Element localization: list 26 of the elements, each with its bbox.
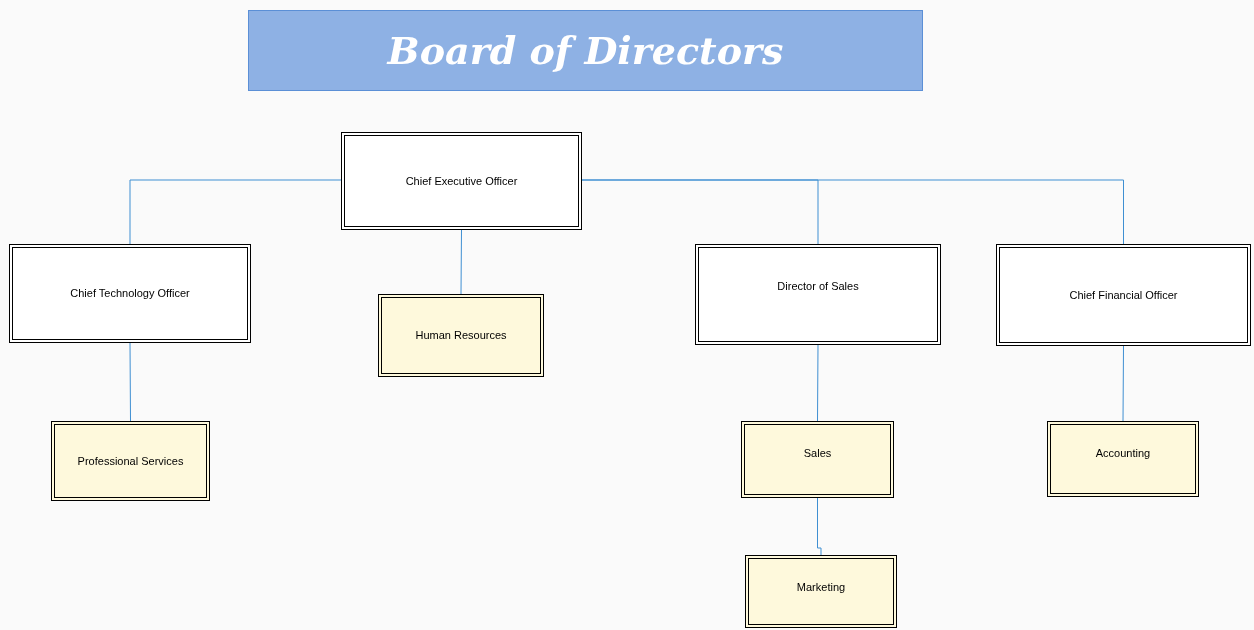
- node-label: Professional Services: [77, 453, 184, 469]
- role-box: [341, 132, 582, 230]
- connector-line: [817, 344, 819, 422]
- connector-line: [1122, 345, 1124, 422]
- node-label: Sales: [803, 446, 832, 461]
- node-label: Chief Financial Officer: [1069, 287, 1178, 303]
- title: Board of Directors: [387, 27, 784, 75]
- connector-line: [460, 229, 462, 295]
- connector-line: [581, 179, 1124, 245]
- connector-line: [129, 179, 342, 245]
- connector-line: [129, 342, 131, 422]
- connector-line: [817, 497, 822, 556]
- department-box: [741, 421, 894, 498]
- department-box: [378, 294, 544, 377]
- department-box: [745, 555, 897, 628]
- node-label: Marketing: [796, 580, 846, 595]
- node-label: Director of Sales: [777, 279, 859, 294]
- node-label: Human Resources: [415, 328, 507, 344]
- node-label: Accounting: [1095, 446, 1151, 461]
- department-box: [51, 421, 210, 501]
- role-box: [695, 244, 941, 345]
- role-box: [996, 244, 1251, 346]
- node-label: Chief Technology Officer: [70, 286, 190, 302]
- node-label: Chief Executive Officer: [405, 173, 518, 189]
- role-box: [9, 244, 251, 343]
- department-box: [1047, 421, 1199, 497]
